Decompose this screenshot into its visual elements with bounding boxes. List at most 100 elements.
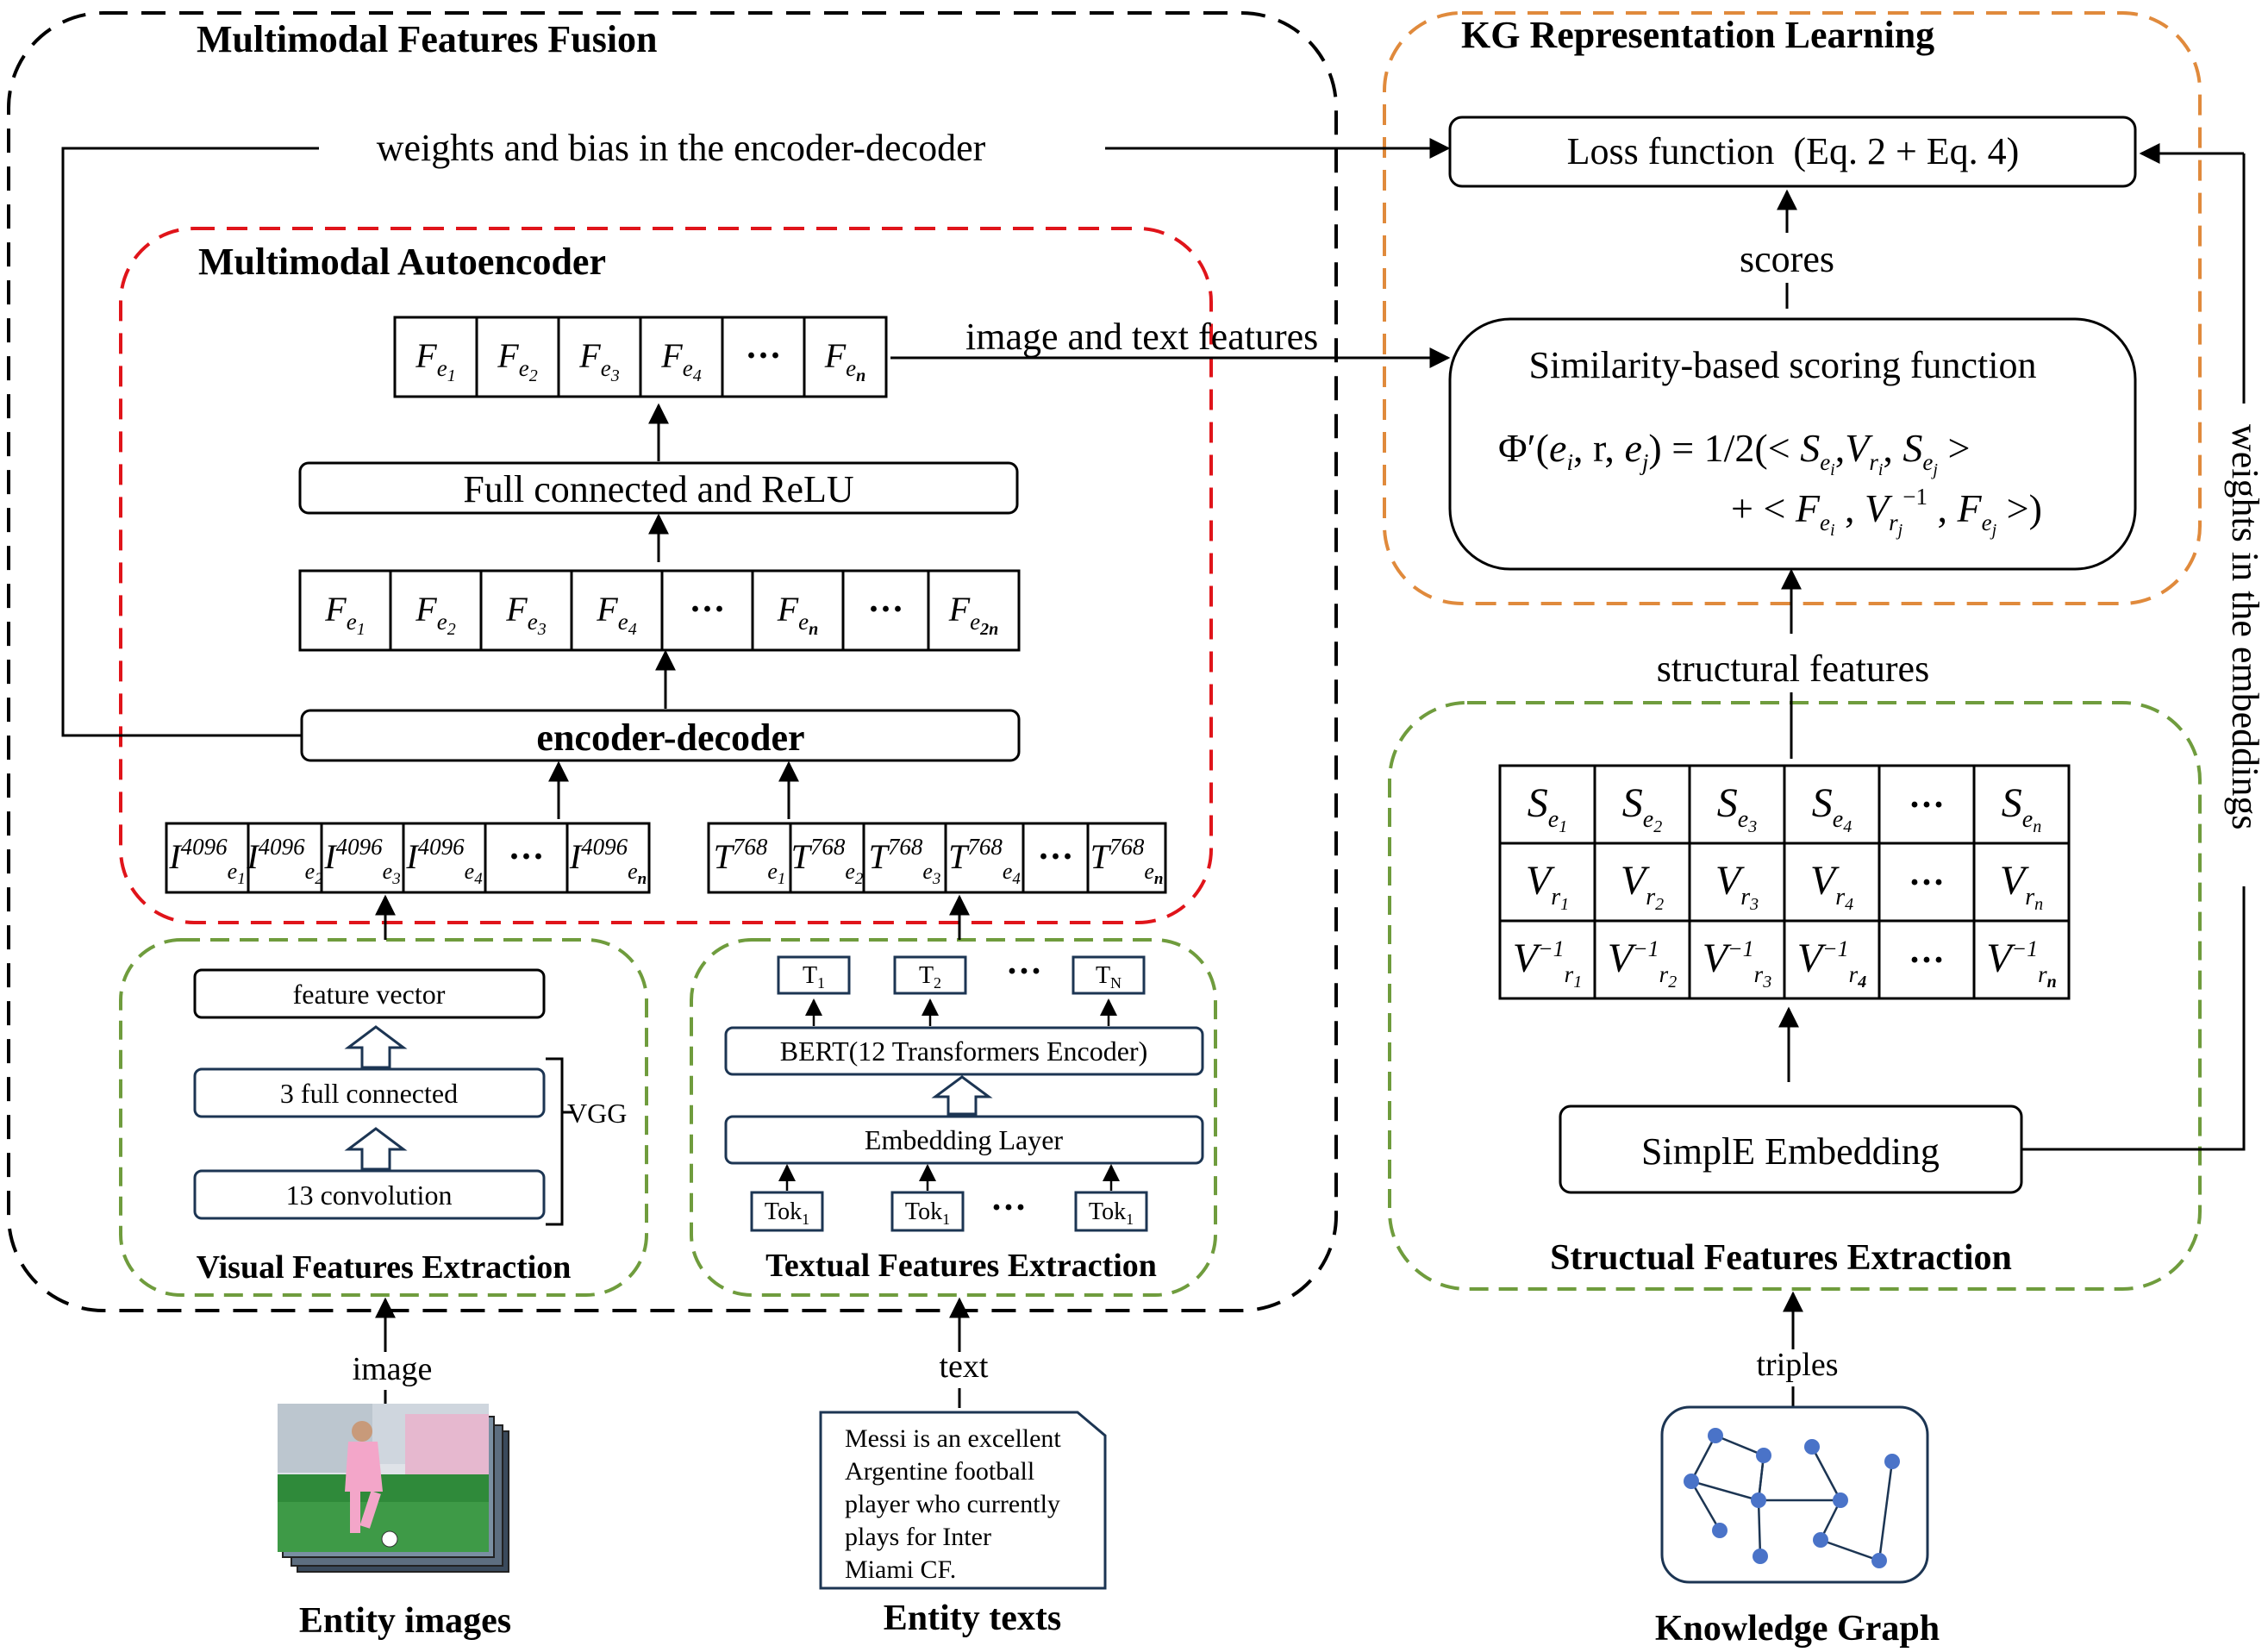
fc-relu-label: Full connected and ReLU [463,468,853,510]
t-token-2: T2 [919,962,941,992]
grid-value-v-4: Vr4 [1810,858,1853,914]
decoded-feature-3-box [479,569,573,652]
kg-representation-title: KG Representation Learning [1461,14,1934,56]
multimodal-fusion-region [7,11,1338,1312]
entity-text-line-3: player who currently [845,1490,1060,1518]
fused-feature-4: Fe4 [660,336,701,385]
structural-embedding-grid: Se1Se2Se3Se4···SenVr1Vr2Vr3Vr4···VrnV−1r… [1498,764,2071,1000]
grid-value-s-2: Se2 [1622,780,1662,836]
decoded-feature-2: Fe2 [415,590,455,639]
input-token-1: Tok1 [765,1198,809,1228]
bert-label: BERT(12 Transformers Encoder) [780,1036,1147,1067]
grid-cell-s-5 [1878,764,1976,845]
triples-label: triples [1757,1347,1839,1383]
t-token-N: TN [1096,962,1122,992]
text-feature-3-box [862,822,947,894]
scoring-equation-line1: Φ′(ei, r, ej) = 1/2(< Sei,Vri, Sej > [1498,426,1970,479]
fused-feature-1: Fe1 [415,336,455,385]
text-ellipsis-box [1022,822,1090,894]
convolution-label: 13 convolution [286,1180,453,1211]
entity-text-line-5: Miami CF. [845,1555,956,1584]
weights-embeddings-label: weights in the embeddings [2224,424,2266,830]
loss-function-box [1448,116,2137,188]
grid-cell-v-4 [1783,842,1881,923]
input-tokens: Tok1 Tok1 Tok1 ··· [750,1164,1148,1232]
full-connected-label: 3 full connected [280,1078,458,1109]
text-edge-label: text [940,1349,989,1385]
grid-cell-v-3 [1688,842,1786,923]
scoring-equation-line2: + < Fei , Vrj−1 , Fej >) [1731,484,2042,540]
fused-feature-n: Fen [824,336,866,385]
structural-features-label-bg [1621,634,1961,692]
entity-photo [278,1404,489,1552]
image-feature-1: I4096e1 [168,834,245,888]
fused-feature-row: Fe1 Fe2 Fe3 Fe4 ··· Fen [393,316,888,398]
structural-features-label: structural features [1657,648,1929,690]
input-token-ellipsis: ··· [990,1188,1027,1228]
convolution-box [193,1169,546,1220]
decoded-ellipsis: ··· [689,590,725,629]
embedding-layer-box [724,1115,1204,1165]
image-feature-n-box [565,822,651,894]
bert-output-tokens: T1 T2 TN ··· [777,952,1146,1026]
image-text-features-label: image and text features [965,316,1318,358]
text-feature-1-box [707,822,792,894]
fused-feature-n-box [803,316,888,398]
hollow-arrow-emb-bert [931,1075,993,1116]
multimodal-autoencoder-region [119,227,1213,924]
scoring-function-title: Similarity-based scoring function [1529,344,2037,386]
scores-label-bg [1715,233,1858,283]
decoded-feature-n: Fen [777,590,819,639]
grid-value-s-n: Sen [2002,780,2041,836]
decoded-feature-2n: Fe2n [948,590,999,639]
entity-text-line-2: Argentine football [845,1457,1034,1486]
loss-function-label: Loss function (Eq. 2 + Eq. 4) [1567,130,2020,172]
structural-extraction-region [1388,701,2202,1291]
grid-value-s-3: Se3 [1717,780,1757,836]
fused-feature-2: Fe2 [497,336,537,385]
image-feature-n: I4096en [569,834,647,888]
fused-ellipsis: ··· [745,336,781,376]
grid-cell-vinv-4 [1783,919,1881,1000]
t-token-1: T1 [803,962,825,992]
bert-box [724,1026,1204,1076]
image-ellipsis: ··· [508,837,544,877]
hollow-arrow-conv-fc [344,1127,408,1171]
input-token-box-2 [890,1191,965,1232]
hollow-arrow-fc-fv [344,1025,408,1069]
decoded-feature-3: Fe3 [505,590,546,639]
image-feature-2: I4096e2 [246,834,323,888]
fused-feature-3: Fe3 [578,336,619,385]
input-token-box-3 [1074,1191,1148,1232]
grid-cell-s-4 [1783,764,1881,845]
text-feature-1: T768e1 [714,834,786,888]
decoded-ellipsis-box [841,569,930,652]
entity-text-line-1: Messi is an excellent [845,1424,1061,1453]
grid-value-vinv-n: V−1rn [1986,936,2057,992]
t-token-ellipsis: ··· [1006,952,1042,992]
input-token-3: Tok1 [1089,1198,1134,1228]
text-feature-n: T768en [1090,834,1164,888]
weights-bias-label: weights and bias in the encoder-decoder [377,127,986,169]
multimodal-fusion-title: Multimodal Features Fusion [197,18,658,60]
vgg-bracket [546,1057,573,1226]
grid-cell-s-1 [1498,764,1596,845]
feature-vector-label: feature vector [293,979,446,1010]
entity-images-stack [278,1404,509,1573]
encoder-decoder-label: encoder-decoder [536,716,804,759]
grid-value-v-ellipsis: ··· [1909,863,1945,903]
grid-cell-v-1 [1498,842,1596,923]
weights-bias-line-left [61,147,319,737]
full-connected-box [193,1067,546,1118]
textual-extraction-title: Textual Features Extraction [765,1248,1157,1284]
grid-value-vinv-2: V−1r2 [1608,936,1677,992]
vgg-label: VGG [567,1098,627,1129]
fused-ellipsis-box [721,316,806,398]
input-token-2: Tok1 [905,1198,950,1228]
image-feature-4-box [402,822,487,894]
decoded-feature-2n-box [927,569,1021,652]
scores-label: scores [1740,238,1834,280]
